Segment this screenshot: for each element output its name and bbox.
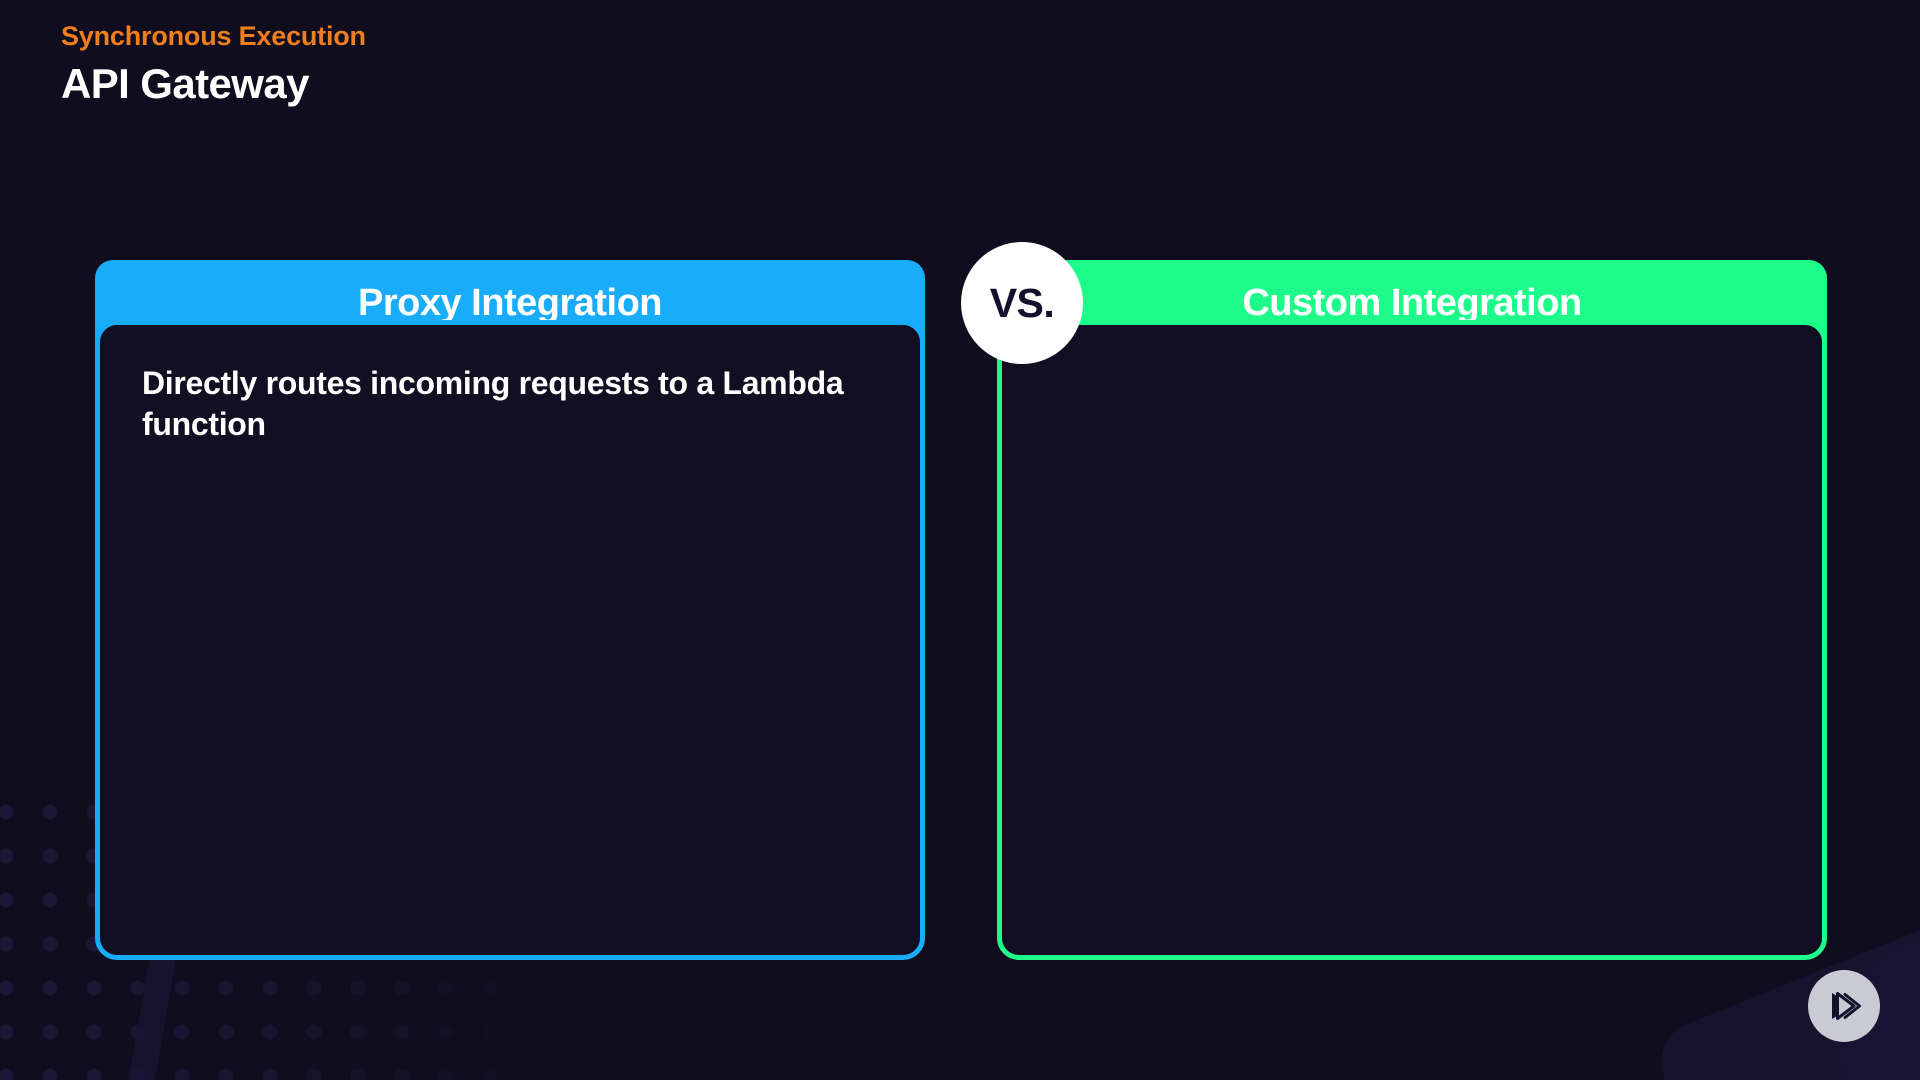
comparison-container: Proxy Integration Directly routes incomi… bbox=[95, 242, 1827, 960]
column-body-custom-integration bbox=[997, 320, 1827, 960]
page-title: API Gateway bbox=[61, 59, 309, 107]
versus-label: VS. bbox=[989, 279, 1055, 326]
comparison-column-proxy-integration: Proxy Integration Directly routes incomi… bbox=[95, 260, 925, 960]
comparison-column-custom-integration: Custom Integration bbox=[997, 260, 1827, 960]
versus-badge: VS. bbox=[961, 242, 1083, 364]
play-forward-icon bbox=[1823, 985, 1865, 1027]
column-header-label: Custom Integration bbox=[1242, 281, 1582, 324]
column-body-text: Directly routes incoming requests to a L… bbox=[142, 365, 844, 442]
column-body-proxy-integration: Directly routes incoming requests to a L… bbox=[95, 320, 925, 960]
slide-header: Synchronous Execution API Gateway bbox=[61, 21, 366, 107]
section-eyebrow: Synchronous Execution bbox=[61, 21, 366, 51]
column-header-label: Proxy Integration bbox=[358, 281, 663, 324]
brand-badge[interactable] bbox=[1808, 970, 1880, 1042]
